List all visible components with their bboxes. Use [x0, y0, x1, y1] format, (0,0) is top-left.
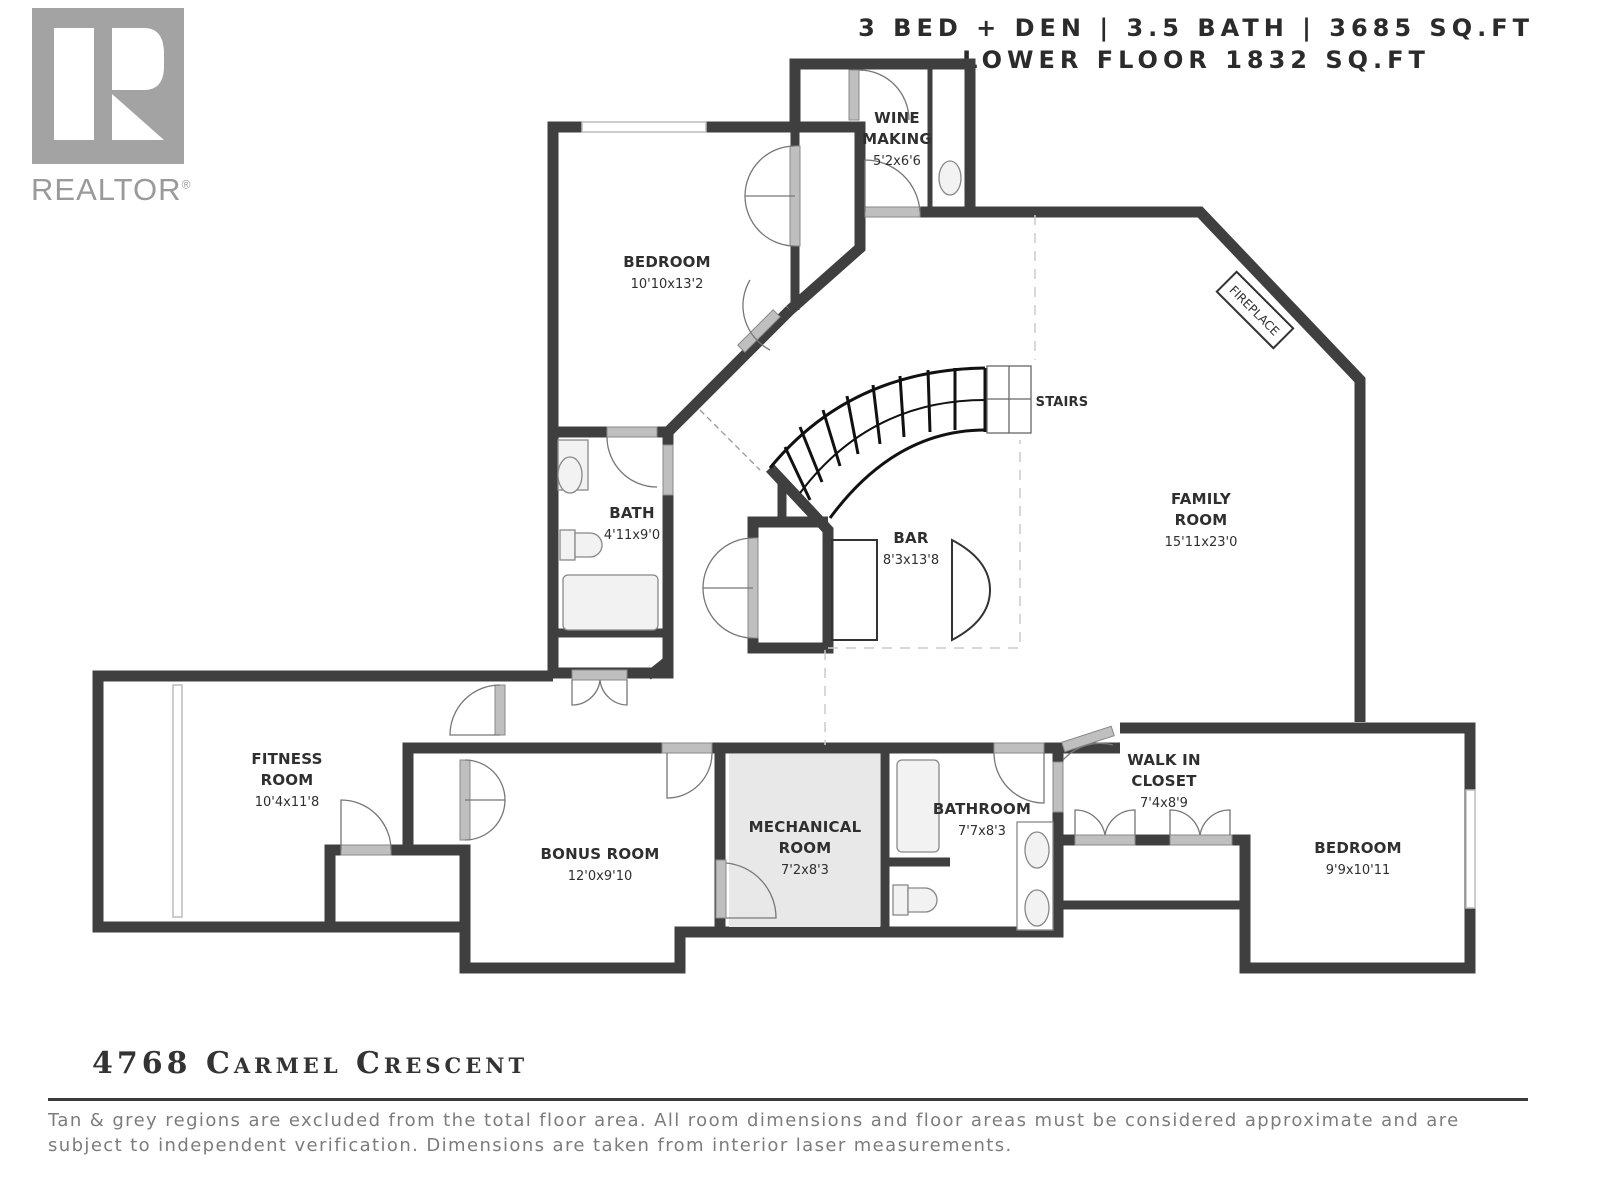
wall-bedroom-top [547, 121, 866, 432]
svg-text:7'4x8'9: 7'4x8'9 [1140, 796, 1188, 811]
label-fitness: FITNESS [251, 750, 322, 768]
property-summary: 3 BED + DEN | 3.5 BATH | 3685 SQ.FT LOWE… [858, 12, 1534, 76]
svg-text:ROOM: ROOM [1175, 511, 1228, 529]
realtor-r-icon [32, 8, 184, 164]
window-bedroom-top [581, 121, 707, 133]
label-walkin: WALK IN [1127, 751, 1200, 769]
label-bathroom: BATHROOM [933, 800, 1031, 818]
svg-text:10'10x13'2: 10'10x13'2 [631, 277, 704, 292]
svg-text:ROOM: ROOM [261, 771, 314, 789]
label-wine: WINE [874, 109, 920, 127]
svg-text:5'2x6'6: 5'2x6'6 [873, 154, 921, 169]
label-bar: BAR [893, 529, 928, 547]
label-bonus: BONUS ROOM [541, 845, 660, 863]
svg-text:CLOSET: CLOSET [1131, 772, 1197, 790]
fireplace: FIREPLACE [1215, 270, 1295, 350]
footer-divider [48, 1098, 1528, 1101]
label-mechanical: MECHANICAL [749, 818, 862, 836]
realtor-wordmark: REALTOR® [31, 172, 192, 207]
window-fitness [172, 684, 183, 918]
label-bath: BATH [609, 504, 654, 522]
label-bedroom-right: BEDROOM [1314, 839, 1402, 857]
svg-text:9'9x10'11: 9'9x10'11 [1326, 863, 1390, 878]
curved-stairs [768, 366, 987, 519]
svg-text:7'7x8'3: 7'7x8'3 [958, 824, 1006, 839]
label-stairs: STAIRS [1036, 395, 1089, 410]
label-bedroom-top: BEDROOM [623, 253, 711, 271]
svg-text:ROOM: ROOM [779, 839, 832, 857]
summary-line-2: LOWER FLOOR 1832 SQ.FT [962, 46, 1430, 74]
property-address: 4768 Carmel Crescent [92, 1046, 529, 1081]
mechanical-excluded-area [729, 754, 880, 927]
label-family: FAMILY [1171, 490, 1232, 508]
svg-text:12'0x9'10: 12'0x9'10 [568, 869, 632, 884]
svg-text:15'11x23'0: 15'11x23'0 [1165, 535, 1238, 550]
disclaimer: Tan & grey regions are excluded from the… [48, 1110, 1460, 1156]
svg-text:7'2x8'3: 7'2x8'3 [781, 863, 829, 878]
window-bedroom-right [1465, 789, 1476, 909]
svg-text:8'3x13'8: 8'3x13'8 [883, 553, 939, 568]
summary-line-1: 3 BED + DEN | 3.5 BATH | 3685 SQ.FT [858, 14, 1534, 42]
svg-text:10'4x11'8: 10'4x11'8 [255, 795, 319, 810]
realtor-logo: REALTOR® [31, 8, 190, 207]
svg-text:MAKING: MAKING [862, 130, 932, 148]
svg-text:4'11x9'0: 4'11x9'0 [604, 528, 660, 543]
